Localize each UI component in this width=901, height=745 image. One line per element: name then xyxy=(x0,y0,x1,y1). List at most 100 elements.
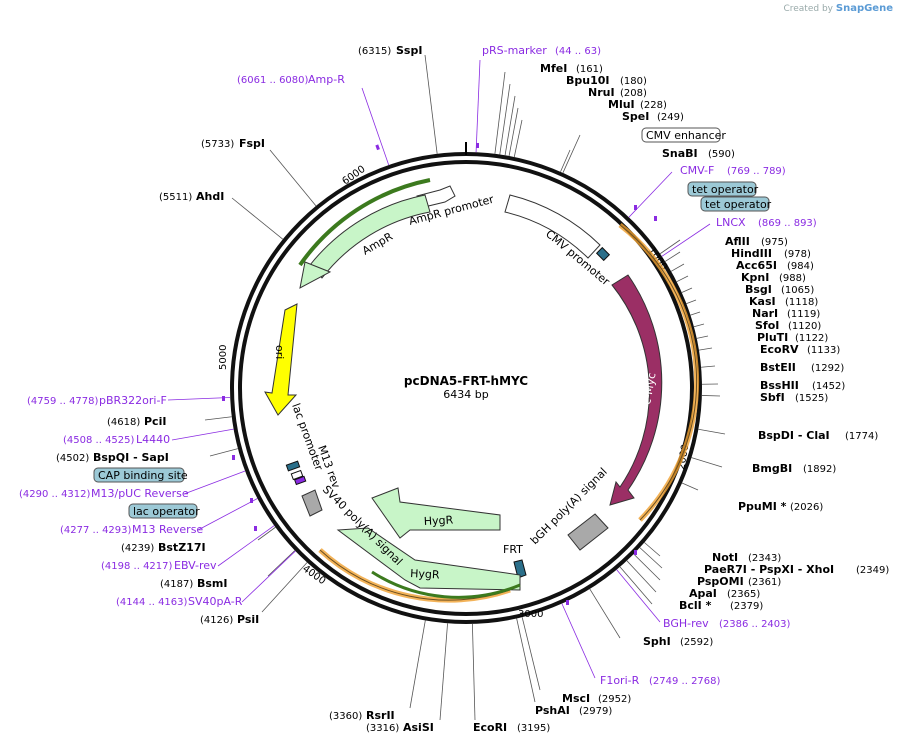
svg-text:(590): (590) xyxy=(708,149,735,160)
svg-text:lac operator: lac operator xyxy=(133,505,200,518)
svg-text:SpeI: SpeI xyxy=(622,110,649,123)
svg-text:BsmI: BsmI xyxy=(197,577,228,590)
svg-text:KpnI: KpnI xyxy=(741,271,769,284)
svg-text:F1ori-R: F1ori-R xyxy=(600,674,640,687)
leader-line xyxy=(691,457,723,468)
enzyme-kpni: KpnI (988) xyxy=(741,271,806,284)
leader-line xyxy=(183,470,246,495)
svg-text:EcoRI: EcoRI xyxy=(473,721,507,734)
leader-line xyxy=(361,87,390,166)
enzyme-mlui: MluI(228) xyxy=(608,98,667,111)
svg-text:KasI: KasI xyxy=(749,295,776,308)
svg-text:MscI: MscI xyxy=(562,692,590,705)
leader-line xyxy=(261,562,308,613)
leader-line xyxy=(659,239,681,255)
hygr-label-outer: HygR xyxy=(410,567,440,582)
enzyme-asisi: (3316)AsiSI xyxy=(366,721,434,734)
svg-text:(2749 .. 2768): (2749 .. 2768) xyxy=(649,676,721,687)
frt-feature xyxy=(513,559,527,579)
svg-text:CAP binding site: CAP binding site xyxy=(98,469,188,482)
enzyme-apai: ApaI(2365) xyxy=(689,587,760,600)
enzyme-aflii: AflII(975) xyxy=(725,235,788,248)
enzyme-bcli: BclI *(2379) xyxy=(679,599,763,612)
leader-line xyxy=(217,525,275,567)
svg-text:BspDI - ClaI: BspDI - ClaI xyxy=(758,429,830,442)
svg-text:AflII: AflII xyxy=(725,235,750,248)
leader-line xyxy=(167,397,231,401)
leader-line xyxy=(681,287,693,293)
svg-text:(988): (988) xyxy=(779,273,806,284)
enzyme-pluti: PluTI(1122) xyxy=(757,331,828,344)
cap-binding-feature xyxy=(290,469,304,481)
svg-text:PaeR7I - PspXI - XhoI: PaeR7I - PspXI - XhoI xyxy=(704,563,834,576)
svg-text:(2379): (2379) xyxy=(730,601,763,612)
svg-text:AhdI: AhdI xyxy=(196,190,224,203)
svg-text:(1892): (1892) xyxy=(803,464,836,475)
svg-text:PspOMI: PspOMI xyxy=(697,575,744,588)
svg-text:SfoI: SfoI xyxy=(755,319,779,332)
svg-text:(4126): (4126) xyxy=(200,615,233,626)
enzyme-nari: NarI(1119) xyxy=(752,307,820,320)
svg-text:(4198 .. 4217): (4198 .. 4217) xyxy=(101,561,173,572)
svg-text:(2386 .. 2403): (2386 .. 2403) xyxy=(719,619,791,630)
svg-text:pBR322ori-F: pBR322ori-F xyxy=(99,394,167,407)
leader-line xyxy=(409,620,426,709)
svg-text:(208): (208) xyxy=(620,88,647,99)
svg-text:BstZ17I: BstZ17I xyxy=(158,541,206,554)
leader-line xyxy=(257,526,276,541)
svg-text:MluI: MluI xyxy=(608,98,635,111)
leader-line xyxy=(639,547,663,569)
svg-text:(4759 .. 4778): (4759 .. 4778) xyxy=(27,396,99,407)
enzyme-ecori: EcoRI(3195) xyxy=(473,721,550,734)
tet-operator-feature xyxy=(595,246,611,262)
enzyme-hindiii: HindIII(978) xyxy=(731,247,811,260)
svg-text:(4239): (4239) xyxy=(121,543,154,554)
leader-line xyxy=(698,428,726,435)
leader-line xyxy=(424,54,438,154)
leader-line xyxy=(560,149,571,172)
svg-text:(4290 .. 4312): (4290 .. 4312) xyxy=(19,489,91,500)
tet-operator-box-2: tet operator xyxy=(700,196,772,212)
ampr-feature xyxy=(309,194,431,279)
enzyme-acc65i: Acc65I (984) xyxy=(736,259,814,272)
svg-text:NotI: NotI xyxy=(712,551,738,564)
svg-text:Acc65I: Acc65I xyxy=(736,259,777,272)
plasmid-length: 6434 bp xyxy=(443,388,488,401)
leader-line xyxy=(267,550,296,577)
svg-text:(1292): (1292) xyxy=(811,363,844,374)
svg-text:(984): (984) xyxy=(787,261,814,272)
svg-text:BspQI - SapI: BspQI - SapI xyxy=(93,451,169,464)
cap-binding-site-box: CAP binding site xyxy=(93,467,188,483)
enzyme-spei: SpeI(249) xyxy=(622,110,684,123)
cmv-enhancer-box: CMV enhancer xyxy=(641,127,726,143)
enzyme-bspdi-clai: BspDI - ClaI(1774) xyxy=(758,429,878,442)
leader-line xyxy=(209,448,239,457)
svg-text:SphI: SphI xyxy=(643,635,671,648)
svg-text:PshAI: PshAI xyxy=(535,704,570,717)
svg-text:(4502): (4502) xyxy=(56,453,89,464)
svg-text:NruI: NruI xyxy=(588,86,615,99)
leader-line xyxy=(241,550,296,603)
leader-line xyxy=(670,263,685,272)
leader-line xyxy=(661,223,711,257)
enzyme-msci: MscI(2952) xyxy=(562,692,631,705)
cmv-promoter-feature xyxy=(504,194,601,259)
svg-text:PpuMI *: PpuMI * xyxy=(738,500,787,513)
leader-line xyxy=(171,428,234,441)
tet-operator-box-1: tet operator xyxy=(687,181,759,197)
svg-text:BGH-rev: BGH-rev xyxy=(663,617,709,630)
leader-line xyxy=(475,59,481,153)
enzyme-sbfi: SbfI(1525) xyxy=(760,391,828,404)
frt-label: FRT xyxy=(503,543,523,556)
primer-l4440: (4508 .. 4525)L4440 xyxy=(63,433,170,446)
brand-prefix: Created by xyxy=(783,4,833,14)
primer-m13-puc-reverse: (4290 .. 4312)M13/pUC Reverse xyxy=(19,487,189,500)
enzyme-psii: (4126) PsiI xyxy=(200,613,259,626)
svg-text:M13/pUC Reverse: M13/pUC Reverse xyxy=(91,487,189,500)
svg-text:pRS-marker: pRS-marker xyxy=(482,44,547,57)
svg-text:PsiI: PsiI xyxy=(237,613,259,626)
svg-text:LNCX: LNCX xyxy=(716,216,746,229)
enzyme-pspomi: PspOMI(2361) xyxy=(697,575,781,588)
leader-line xyxy=(562,134,581,173)
